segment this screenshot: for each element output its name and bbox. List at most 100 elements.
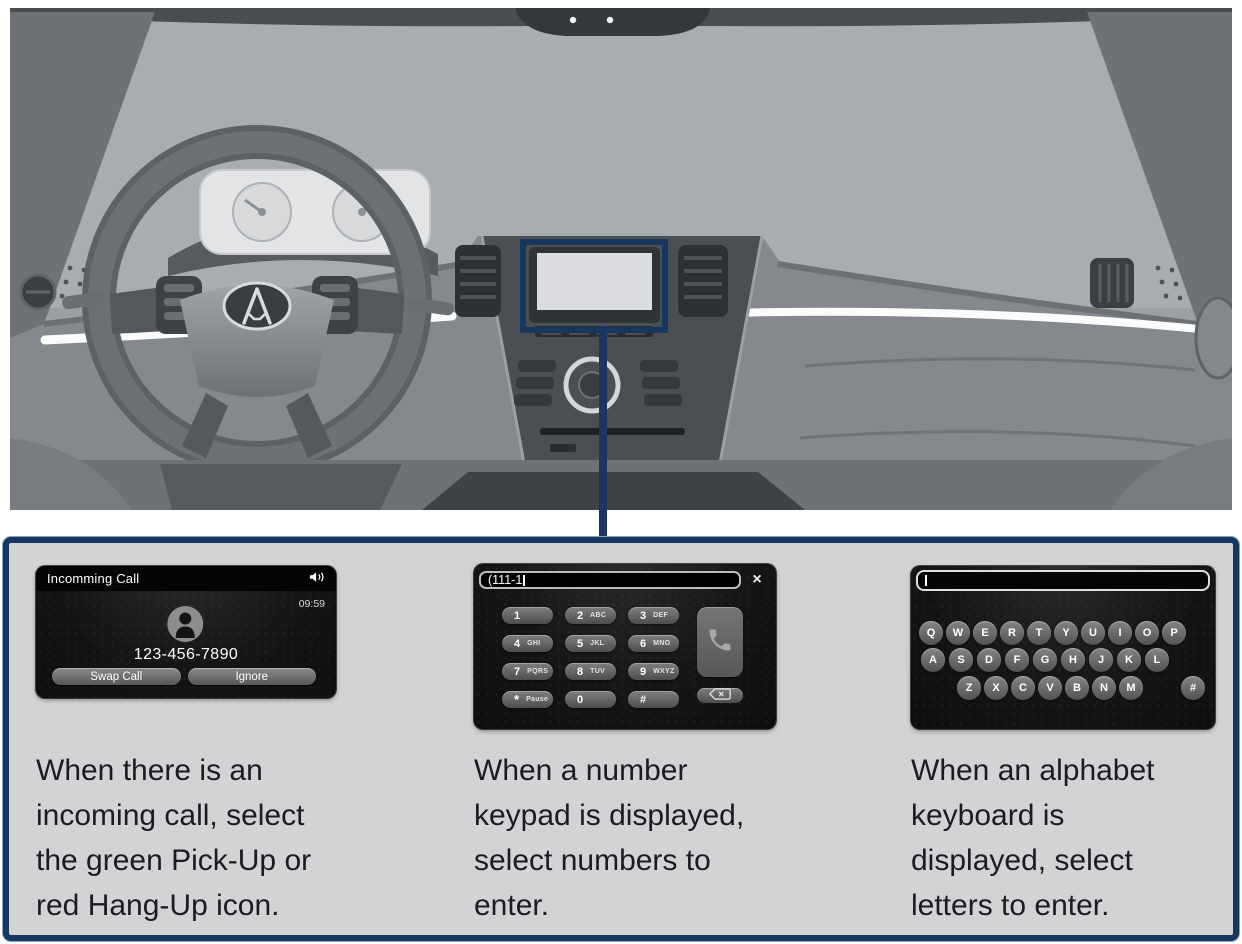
- keypad-key-2[interactable]: 2 ABC: [565, 607, 616, 624]
- key-letters: DEF: [653, 612, 669, 619]
- caller-number: 123-456-7890: [133, 646, 239, 663]
- key-hash[interactable]: #: [1181, 676, 1205, 700]
- number-input[interactable]: (111-1: [479, 571, 741, 589]
- key-letters: MNO: [653, 640, 671, 647]
- caption-line: keypad is displayed,: [474, 799, 745, 832]
- stalk-left: [62, 291, 106, 310]
- key-j[interactable]: J: [1089, 648, 1113, 672]
- keyboard-row-2: A S D F G H J K L: [921, 648, 1173, 672]
- acura-logo-icon: [222, 281, 292, 331]
- key-label: 9: [640, 665, 647, 678]
- key-r[interactable]: R: [1000, 621, 1024, 645]
- key-label: 1: [514, 609, 521, 622]
- incoming-call-title: Incomming Call: [47, 571, 140, 586]
- ignore-button[interactable]: Ignore: [187, 668, 316, 685]
- center-knob: [563, 356, 621, 414]
- caption-line: the green Pick-Up or: [36, 844, 312, 877]
- key-l[interactable]: L: [1145, 648, 1169, 672]
- keypad-key-0[interactable]: 0: [565, 691, 616, 708]
- caption-line: When there is an: [36, 754, 263, 787]
- caption-line: select numbers to: [474, 844, 711, 877]
- key-letters: Pause: [526, 696, 549, 703]
- key-y[interactable]: Y: [1054, 621, 1078, 645]
- caption-line: When an alphabet: [911, 754, 1155, 787]
- dashboard-illustration: [10, 8, 1232, 510]
- keypad-key-4[interactable]: 4 GHI: [502, 635, 553, 652]
- key-letters: ABC: [590, 612, 607, 619]
- center-console: [422, 472, 805, 510]
- number-input-value: (111-1: [488, 573, 523, 587]
- key-x[interactable]: X: [984, 676, 1008, 700]
- key-u[interactable]: U: [1081, 621, 1105, 645]
- key-z[interactable]: Z: [957, 676, 981, 700]
- door-handle: [1194, 296, 1232, 380]
- key-g[interactable]: G: [1033, 648, 1057, 672]
- text-input[interactable]: [916, 570, 1210, 591]
- caption-number-keypad: When a number keypad is displayed, selec…: [474, 748, 744, 928]
- key-c[interactable]: C: [1011, 676, 1035, 700]
- climate-controls: [514, 360, 682, 406]
- key-o[interactable]: O: [1135, 621, 1159, 645]
- key-t[interactable]: T: [1027, 621, 1051, 645]
- key-n[interactable]: N: [1092, 676, 1116, 700]
- a-pillar-right: [1087, 12, 1232, 338]
- key-e[interactable]: E: [973, 621, 997, 645]
- keyboard-row-1: Q W E R T Y U I O P: [919, 621, 1189, 645]
- cd-slot: [540, 428, 685, 435]
- close-button[interactable]: ×: [752, 571, 762, 588]
- key-a[interactable]: A: [921, 648, 945, 672]
- key-letters: JKL: [590, 640, 605, 647]
- speaker-icon: [309, 571, 325, 586]
- caller-avatar-icon: [167, 606, 204, 642]
- call-timer: 09:59: [298, 598, 325, 610]
- caption-line: keyboard is: [911, 799, 1065, 832]
- key-label: 4: [514, 637, 521, 650]
- key-i[interactable]: I: [1108, 621, 1132, 645]
- key-letters: WXYZ: [653, 668, 675, 675]
- keypad-key-hash[interactable]: #: [628, 691, 679, 708]
- dash-edge-right: [777, 261, 1199, 327]
- key-b[interactable]: B: [1065, 676, 1089, 700]
- driver-footwell: [160, 464, 402, 510]
- key-v[interactable]: V: [1038, 676, 1062, 700]
- side-vent-left: [455, 245, 501, 317]
- key-s[interactable]: S: [949, 648, 973, 672]
- key-m[interactable]: M: [1119, 676, 1143, 700]
- backspace-button[interactable]: [697, 687, 743, 703]
- call-button[interactable]: [697, 607, 743, 677]
- key-d[interactable]: D: [977, 648, 1001, 672]
- incoming-call-screen: Incomming Call 09:59 123-456-7890: [36, 566, 336, 698]
- key-letters: PQRS: [527, 668, 549, 675]
- glovebox-seam-lower: [799, 430, 1196, 448]
- keypad-key-7[interactable]: 7 PQRS: [502, 663, 553, 680]
- key-letters: GHI: [527, 640, 541, 647]
- number-keypad: 1 2 ABC 3 DEF 4 GHI 5 JKL 6 MNO: [502, 607, 679, 708]
- seat-left: [10, 438, 132, 510]
- keypad-key-pause[interactable]: * Pause: [502, 691, 553, 708]
- key-label: #: [640, 693, 647, 706]
- key-label: *: [514, 691, 520, 707]
- caption-line: enter.: [474, 889, 550, 922]
- keypad-key-3[interactable]: 3 DEF: [628, 607, 679, 624]
- key-label: 0: [577, 693, 584, 706]
- a-pillar-left: [10, 12, 155, 338]
- number-keypad-screen: (111-1 × 1 2 ABC 3 DEF 4 GHI 5 JKL: [474, 564, 776, 729]
- key-f[interactable]: F: [1005, 648, 1029, 672]
- key-h[interactable]: H: [1061, 648, 1085, 672]
- keypad-key-8[interactable]: 8 TUV: [565, 663, 616, 680]
- passenger-vent: [1090, 258, 1134, 308]
- key-q[interactable]: Q: [919, 621, 943, 645]
- swap-call-button[interactable]: Swap Call: [52, 668, 181, 685]
- keypad-key-9[interactable]: 9 WXYZ: [628, 663, 679, 680]
- key-p[interactable]: P: [1162, 621, 1186, 645]
- incoming-call-header: Incomming Call: [36, 566, 336, 591]
- caption-alphabet-keyboard: When an alphabet keyboard is displayed, …: [911, 748, 1155, 928]
- center-stack: [455, 235, 764, 475]
- caption-line: red Hang-Up icon.: [36, 889, 280, 922]
- key-w[interactable]: W: [946, 621, 970, 645]
- keypad-key-6[interactable]: 6 MNO: [628, 635, 679, 652]
- key-label: 3: [640, 609, 647, 622]
- key-k[interactable]: K: [1117, 648, 1141, 672]
- keypad-key-5[interactable]: 5 JKL: [565, 635, 616, 652]
- keypad-key-1[interactable]: 1: [502, 607, 553, 624]
